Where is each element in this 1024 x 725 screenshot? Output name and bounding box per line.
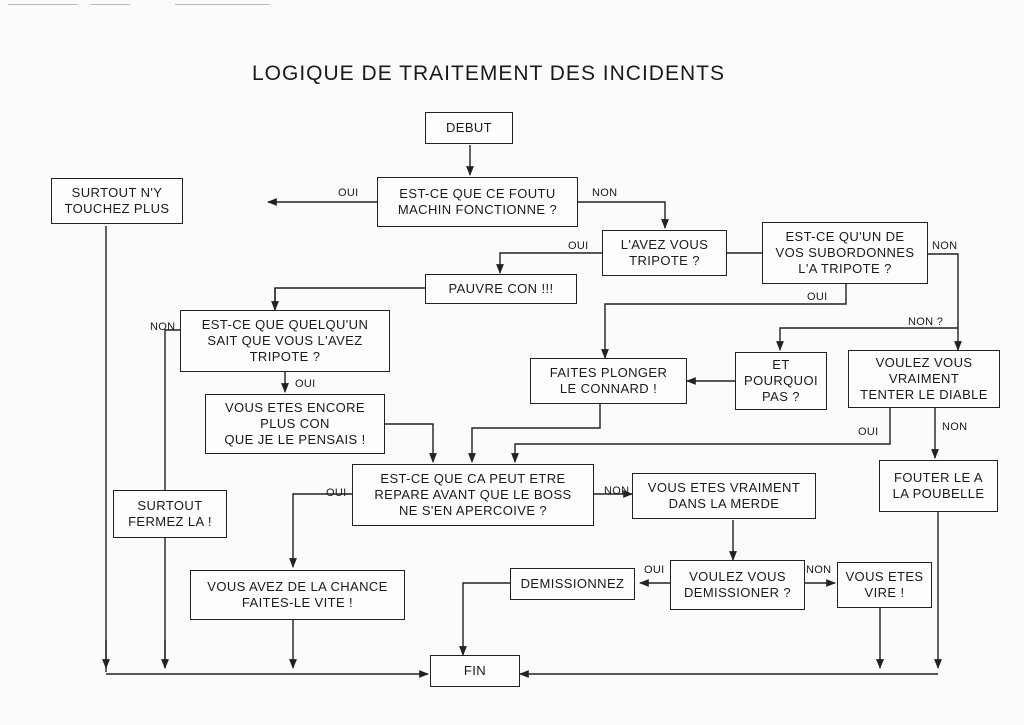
trash-it-box: FOUTER LE A LA POUBELLE xyxy=(879,460,998,512)
scan-artifact-line xyxy=(8,4,78,5)
branch-label-no: NON xyxy=(932,240,958,252)
branch-label-no: NON xyxy=(942,421,968,433)
anyone-knows-question: EST-CE QUE QUELQU'UN SAIT QUE VOUS L'AVE… xyxy=(180,310,390,372)
diagram-title: LOGIQUE DE TRAITEMENT DES INCIDENTS xyxy=(252,62,725,85)
scan-artifact-line xyxy=(90,4,130,5)
resign-box: DEMISSIONNEZ xyxy=(510,568,635,600)
branch-label-yes: OUI xyxy=(338,187,359,199)
branch-label-yes: OUI xyxy=(807,291,828,303)
branch-label-no-question: NON ? xyxy=(908,316,944,328)
why-not-box: ET POURQUOI PAS ? xyxy=(735,352,827,410)
branch-label-yes: OUI xyxy=(858,426,879,438)
tempt-fate-question: VOULEZ VOUS VRAIMENT TENTER LE DIABLE xyxy=(848,350,1000,408)
machine-working-question: EST-CE QUE CE FOUTU MACHIN FONCTIONNE ? xyxy=(377,177,578,227)
even-dumber-box: VOUS ETES ENCORE PLUS CON QUE JE LE PENS… xyxy=(205,394,385,454)
scan-artifact-line xyxy=(175,4,270,5)
want-to-resign-question: VOULEZ VOUS DEMISSIONER ? xyxy=(670,560,805,610)
branch-label-no: NON xyxy=(806,564,832,576)
branch-label-yes: OUI xyxy=(295,378,316,390)
keep-quiet-box: SURTOUT FERMEZ LA ! xyxy=(113,490,227,538)
branch-label-no: NON xyxy=(592,187,618,199)
branch-label-no: NON xyxy=(150,321,176,333)
branch-label-yes: OUI xyxy=(644,564,665,576)
did-you-tamper-question: L'AVEZ VOUS TRIPOTE ? xyxy=(602,230,727,276)
fired-box: VOUS ETES VIRE ! xyxy=(837,562,932,608)
in-trouble-box: VOUS ETES VRAIMENT DANS LA MERDE xyxy=(632,473,816,519)
lucky-do-it-fast-box: VOUS AVEZ DE LA CHANCE FAITES-LE VITE ! xyxy=(190,570,405,620)
poor-fool-box: PAUVRE CON !!! xyxy=(425,274,577,304)
subordinate-tampered-question: EST-CE QU'UN DE VOS SUBORDONNES L'A TRIP… xyxy=(762,222,928,284)
start-node: DEBUT xyxy=(425,112,513,144)
dont-touch-box: SURTOUT N'Y TOUCHEZ PLUS xyxy=(51,178,183,224)
fix-before-boss-question: EST-CE QUE CA PEUT ETRE REPARE AVANT QUE… xyxy=(352,464,594,526)
branch-label-yes: OUI xyxy=(326,487,347,499)
end-node: FIN xyxy=(430,655,520,687)
branch-label-yes: OUI xyxy=(568,240,589,252)
branch-label-no: NON xyxy=(604,485,630,497)
blame-someone-box: FAITES PLONGER LE CONNARD ! xyxy=(530,358,687,404)
